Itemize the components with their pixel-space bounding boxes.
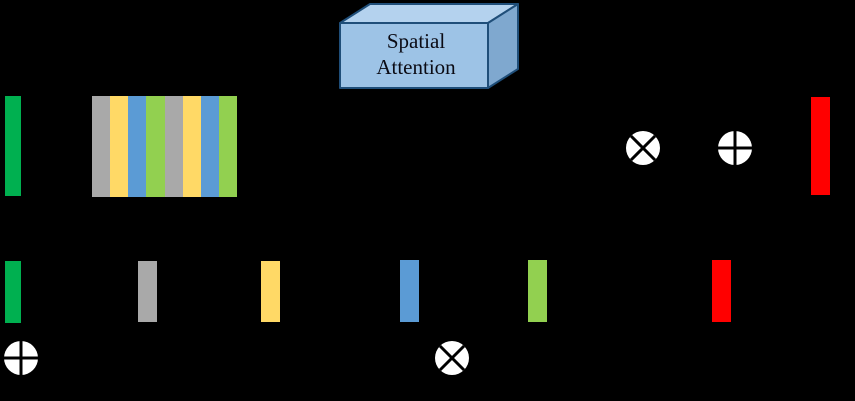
add-operator-bottom[interactable] xyxy=(3,340,39,376)
multiply-circle-icon xyxy=(626,131,660,165)
stripe-gray-1 xyxy=(92,96,111,197)
channel-bar-green-dark xyxy=(5,261,21,323)
channel-bar-green-light xyxy=(528,260,547,322)
stripe-green-1 xyxy=(146,96,165,197)
stripe-green-2 xyxy=(218,96,237,197)
stripe-blue-2 xyxy=(200,96,219,197)
add-operator-top[interactable] xyxy=(717,130,753,166)
output-feature-map xyxy=(811,97,830,195)
multiply-circle-icon xyxy=(435,341,469,375)
multi-channel-feature-block xyxy=(92,96,237,197)
multiply-operator-bottom[interactable] xyxy=(434,340,470,376)
channel-bar-red xyxy=(712,260,731,322)
stripe-yellow-2 xyxy=(182,96,201,197)
input-feature-map xyxy=(5,96,21,196)
channel-bar-gray xyxy=(138,261,157,322)
stripe-gray-2 xyxy=(164,96,183,197)
multiply-operator-top[interactable] xyxy=(625,130,661,166)
channel-bar-blue xyxy=(400,260,419,322)
spatial-attention-box-shape xyxy=(339,3,519,89)
stripe-blue-1 xyxy=(128,96,147,197)
plus-circle-icon xyxy=(718,131,752,165)
channel-bar-yellow xyxy=(261,261,280,322)
stripe-yellow-1 xyxy=(110,96,129,197)
spatial-attention-block[interactable] xyxy=(338,2,520,90)
plus-circle-icon xyxy=(4,341,38,375)
